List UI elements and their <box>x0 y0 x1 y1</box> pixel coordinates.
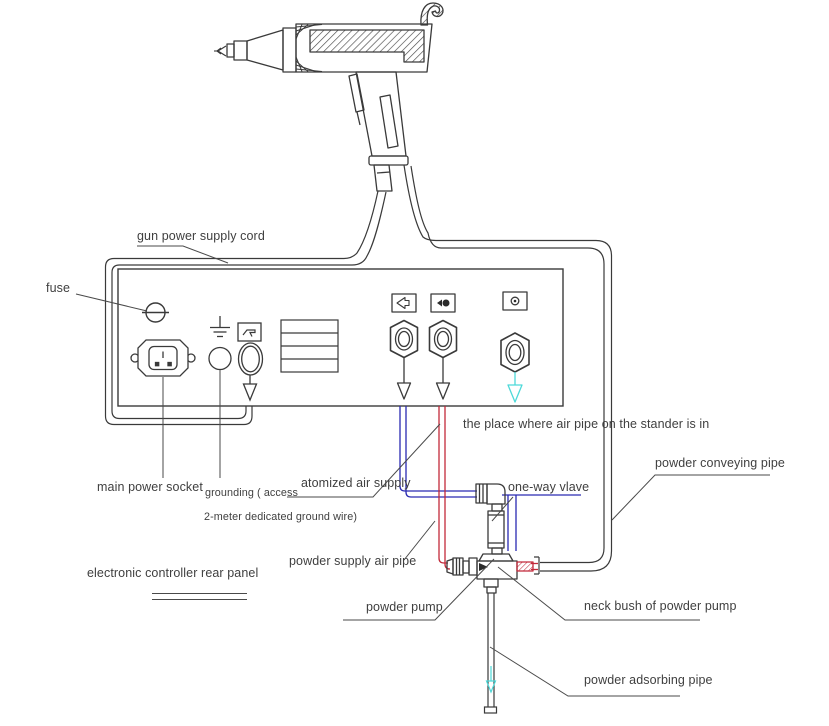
spray-filled-icon <box>437 299 450 307</box>
atomized-air-pipe-line <box>399 406 581 551</box>
label-main-power-socket: main power socket <box>97 480 203 494</box>
powder-pump-assembly <box>446 553 534 594</box>
air-connector-powder <box>428 293 458 400</box>
label-powder-conveying-pipe: powder conveying pipe <box>655 456 785 470</box>
earth-icon <box>210 316 230 338</box>
fuse-holder <box>142 302 169 323</box>
display-window <box>280 319 339 373</box>
gun-hook <box>420 2 444 26</box>
label-gun-power-supply-cord: gun power supply cord <box>137 229 265 243</box>
controller-rear-panel <box>117 268 564 407</box>
label-neck-bush: neck bush of powder pump <box>584 599 737 613</box>
powder-conveying-pipe-line <box>403 164 613 575</box>
label-electronic-controller-rear-panel: electronic controller rear panel <box>87 566 259 580</box>
gun-power-cord-line <box>104 190 387 426</box>
label-stander-air-pipe-place: the place where air pipe on the stander … <box>463 417 710 431</box>
label-powder-supply-air-pipe: powder supply air pipe <box>289 554 417 568</box>
spray-outline-icon <box>396 296 410 310</box>
suction-flow-arrow <box>485 666 497 694</box>
label-powder-pump: powder pump <box>366 600 443 614</box>
one-way-valve <box>475 483 506 555</box>
label-powder-adsorbing-pipe: powder adsorbing pipe <box>584 673 713 687</box>
label-grounding-line2: 2-meter dedicated ground wire) <box>204 511 358 523</box>
label-one-way-valve: one-way vlave <box>508 480 590 494</box>
port-icon <box>510 296 520 306</box>
grounding-terminal <box>208 316 232 371</box>
leader-lines <box>75 245 770 697</box>
air-connector-stander <box>500 291 530 403</box>
gun-hatched-block <box>309 29 425 63</box>
air-connector-atomized <box>389 293 419 400</box>
powder-adsorbing-pipe-line <box>483 593 498 714</box>
gun-electrode-icon <box>214 45 227 57</box>
label-fuse: fuse <box>46 281 71 295</box>
main-power-socket <box>130 339 196 377</box>
label-atomized-air-supply: atomized air supply <box>301 476 411 490</box>
stander-air-arrow <box>507 372 523 403</box>
gun-cable-connector <box>237 322 264 402</box>
spray-gun <box>214 2 444 192</box>
gun-icon <box>242 329 256 337</box>
label-grounding-line1: grounding ( access <box>205 487 299 499</box>
